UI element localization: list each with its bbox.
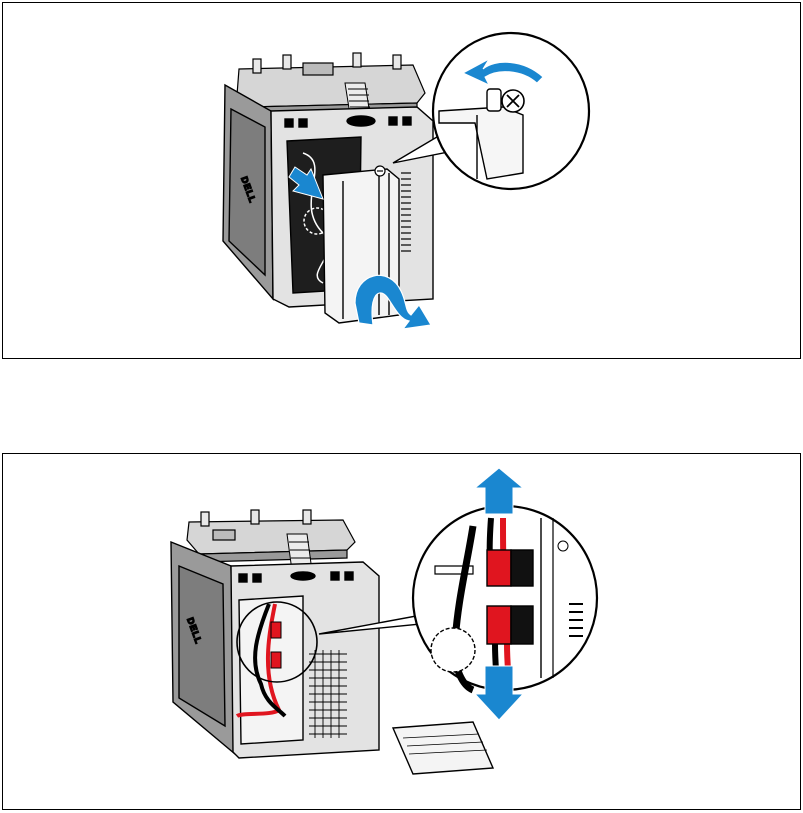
top-rack bbox=[187, 510, 355, 562]
top-rack bbox=[237, 53, 425, 115]
zoom-callout-circle bbox=[433, 33, 589, 189]
ups-enclosure: DELL bbox=[171, 542, 379, 758]
diagram-remove-cover: DELL bbox=[3, 3, 802, 360]
removed-cover-panel bbox=[393, 722, 493, 774]
diagram-disconnect-battery: DELL bbox=[3, 454, 802, 811]
thumb-screw bbox=[375, 166, 385, 176]
figure-remove-cover: DELL bbox=[2, 2, 801, 359]
zoom-callout-circle bbox=[413, 506, 597, 690]
figure-disconnect-battery: DELL bbox=[2, 453, 801, 810]
